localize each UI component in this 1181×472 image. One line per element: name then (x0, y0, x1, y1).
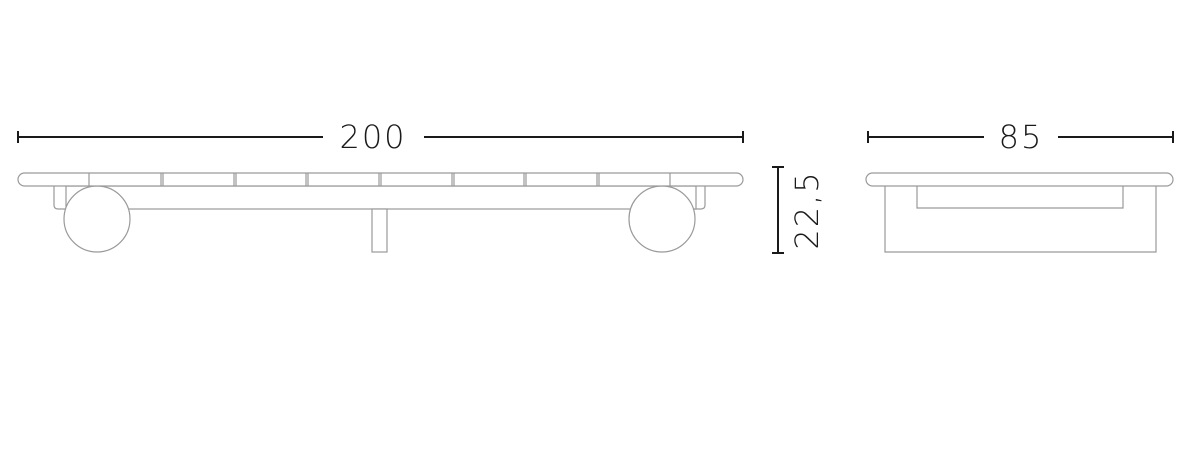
length-label: 200 (339, 118, 406, 156)
frame-rail (65, 185, 697, 210)
side-top (865, 172, 1174, 187)
slat-dividers (88, 173, 671, 186)
center-leg (371, 208, 388, 253)
depth-label: 85 (999, 118, 1044, 156)
left-wheel (63, 185, 131, 253)
side-view: 85 (865, 118, 1174, 253)
right-wheel (628, 185, 696, 253)
left-post (53, 181, 66, 210)
side-inner-frame (916, 186, 1124, 209)
depth-dimension: 85 (867, 118, 1174, 156)
front-view: 200 (17, 118, 744, 253)
height-label: 22,5 (788, 170, 826, 249)
height-dimension: 22,5 (772, 166, 826, 254)
length-dimension: 200 (17, 118, 744, 156)
